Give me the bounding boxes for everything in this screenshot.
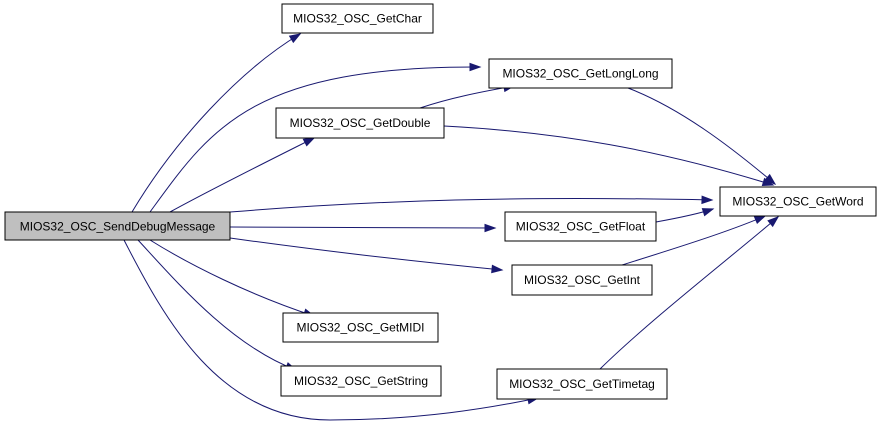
arrowhead-send-to-getlonglong <box>469 62 482 72</box>
node-label-getstring: MIOS32_OSC_GetString <box>294 374 428 388</box>
edge-send-to-getfloat <box>229 226 496 229</box>
arrowhead-send-to-getint <box>491 264 504 274</box>
node-getstring[interactable]: MIOS32_OSC_GetString <box>280 365 442 397</box>
arrowhead-getlonglong-to-getword <box>764 173 777 185</box>
arrowhead-gettimetag-to-getword <box>767 216 780 228</box>
arrowhead-send-to-getword <box>701 195 714 205</box>
node-gettimetag[interactable]: MIOS32_OSC_GetTimetag <box>496 368 668 400</box>
node-label-gettimetag: MIOS32_OSC_GetTimetag <box>509 377 655 391</box>
node-label-getchar: MIOS32_OSC_GetChar <box>293 12 422 26</box>
edge-getlonglong-to-getword <box>627 87 776 185</box>
node-label-getint: MIOS32_OSC_GetInt <box>524 273 641 287</box>
node-label-getlonglong: MIOS32_OSC_GetLongLong <box>502 67 658 81</box>
edge-send-to-getchar <box>131 33 301 213</box>
edge-send-to-getint <box>229 237 503 271</box>
node-getfloat[interactable]: MIOS32_OSC_GetFloat <box>504 211 657 242</box>
edge-getint-to-getword <box>621 215 766 266</box>
edge-getdouble-to-getlonglong <box>419 85 515 109</box>
node-getmidi[interactable]: MIOS32_OSC_GetMIDI <box>282 312 439 343</box>
node-getint[interactable]: MIOS32_OSC_GetInt <box>511 264 653 296</box>
edge-send-to-getlonglong <box>149 66 481 213</box>
edge-send-to-getstring <box>137 239 297 371</box>
arrowhead-getfloat-to-getword <box>701 208 715 217</box>
node-label-send: MIOS32_OSC_SendDebugMessage <box>20 220 216 234</box>
node-getlonglong[interactable]: MIOS32_OSC_GetLongLong <box>488 58 673 89</box>
edge-getdouble-to-getword <box>443 125 774 186</box>
arrowhead-getint-to-getword <box>753 215 767 225</box>
node-label-getmidi: MIOS32_OSC_GetMIDI <box>296 321 424 335</box>
node-label-getword: MIOS32_OSC_GetWord <box>732 195 863 209</box>
arrowhead-send-to-getdouble <box>302 137 316 147</box>
node-getchar[interactable]: MIOS32_OSC_GetChar <box>281 3 434 34</box>
edge-send-to-gettimetag <box>123 239 539 421</box>
node-label-getfloat: MIOS32_OSC_GetFloat <box>516 220 646 234</box>
edge-gettimetag-to-getword <box>599 216 779 370</box>
node-getword[interactable]: MIOS32_OSC_GetWord <box>719 186 877 217</box>
arrowhead-send-to-getfloat <box>484 223 497 233</box>
node-label-getdouble: MIOS32_OSC_GetDouble <box>290 116 431 130</box>
edge-send-to-getdouble <box>169 137 315 213</box>
node-getdouble[interactable]: MIOS32_OSC_GetDouble <box>275 107 445 139</box>
edges-layer <box>123 33 780 421</box>
edge-send-to-getword <box>229 198 713 213</box>
edge-send-to-getmidi <box>149 239 315 317</box>
arrowhead-send-to-getchar <box>288 33 302 44</box>
node-send[interactable]: MIOS32_OSC_SendDebugMessage <box>4 211 231 241</box>
